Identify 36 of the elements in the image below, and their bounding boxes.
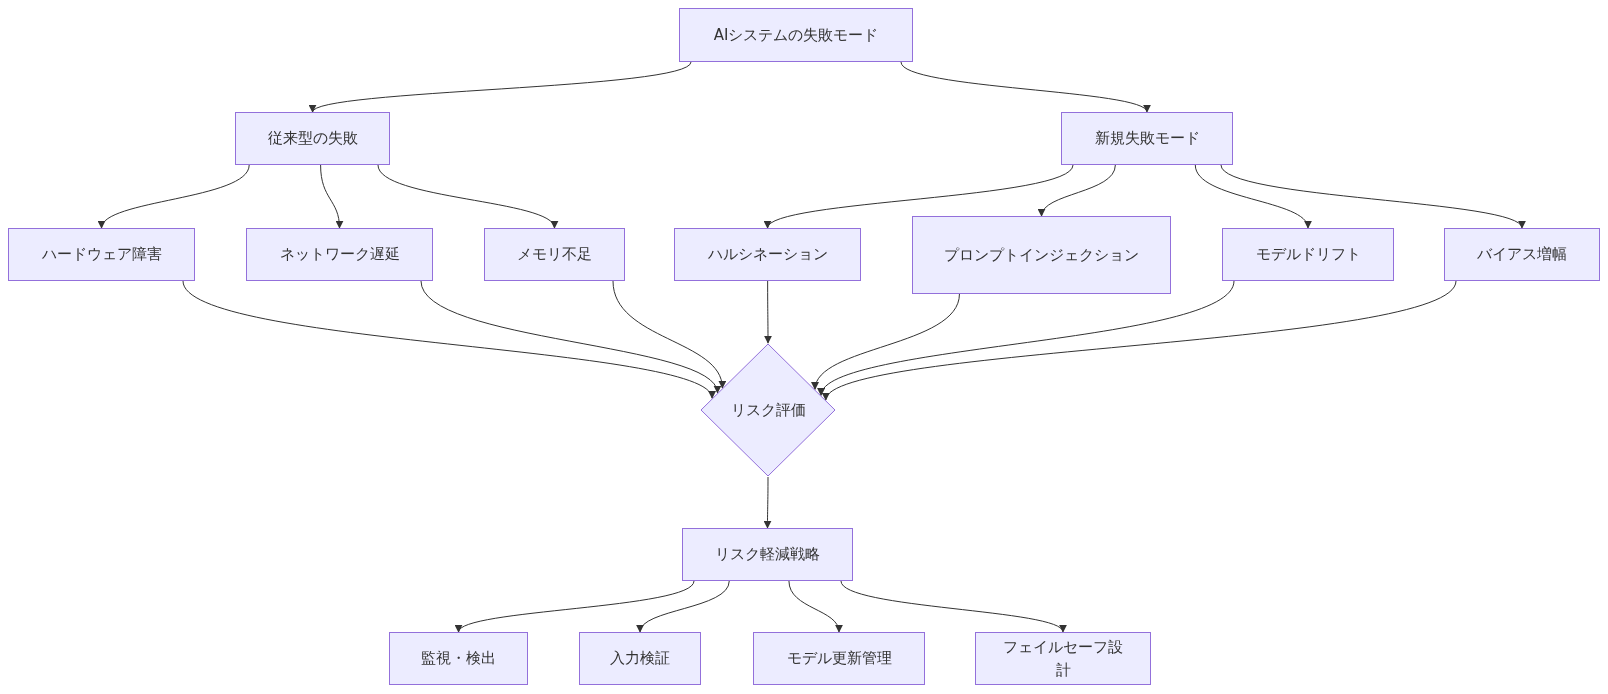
process-box: ハルシネーション [674,228,861,281]
arrow [1194,164,1310,229]
arrow [766,164,1074,229]
arrow [764,280,772,344]
arrow [763,476,772,529]
process-box: リスク軽減戦略 [682,528,853,581]
process-box: ハードウェア障害 [8,228,195,281]
arrow [788,580,842,633]
arrow [1220,164,1523,229]
process-box: メモリ不足 [484,228,625,281]
process-box: プロンプトインジェクション [912,216,1171,294]
arrow [638,580,730,633]
arrow [612,280,725,389]
arrow [825,280,1457,401]
arrow [320,164,344,229]
process-box: AIシステムの失敗モード [679,8,913,62]
arrow [840,580,1064,633]
process-box: モデル更新管理 [753,632,925,685]
arrow [420,280,718,394]
process-box: 入力検証 [579,632,701,685]
process-box: バイアス増幅 [1444,228,1600,281]
decision-diamond: リスク評価 [700,343,836,477]
process-box: 監視・検出 [389,632,528,685]
process-box: 新規失敗モード [1061,112,1233,165]
process-box: モデルドリフト [1222,228,1394,281]
arrow [820,280,1235,396]
process-box: フェイルセーフ設計 [975,632,1151,685]
arrow [900,61,1148,113]
process-box: ネットワーク遅延 [246,228,433,281]
arrow [1039,164,1116,217]
arrow [457,580,695,633]
process-box: 従来型の失敗 [235,112,390,165]
arrow [182,280,713,399]
arrow [100,164,250,229]
arrow [311,61,692,113]
arrow [813,293,960,391]
